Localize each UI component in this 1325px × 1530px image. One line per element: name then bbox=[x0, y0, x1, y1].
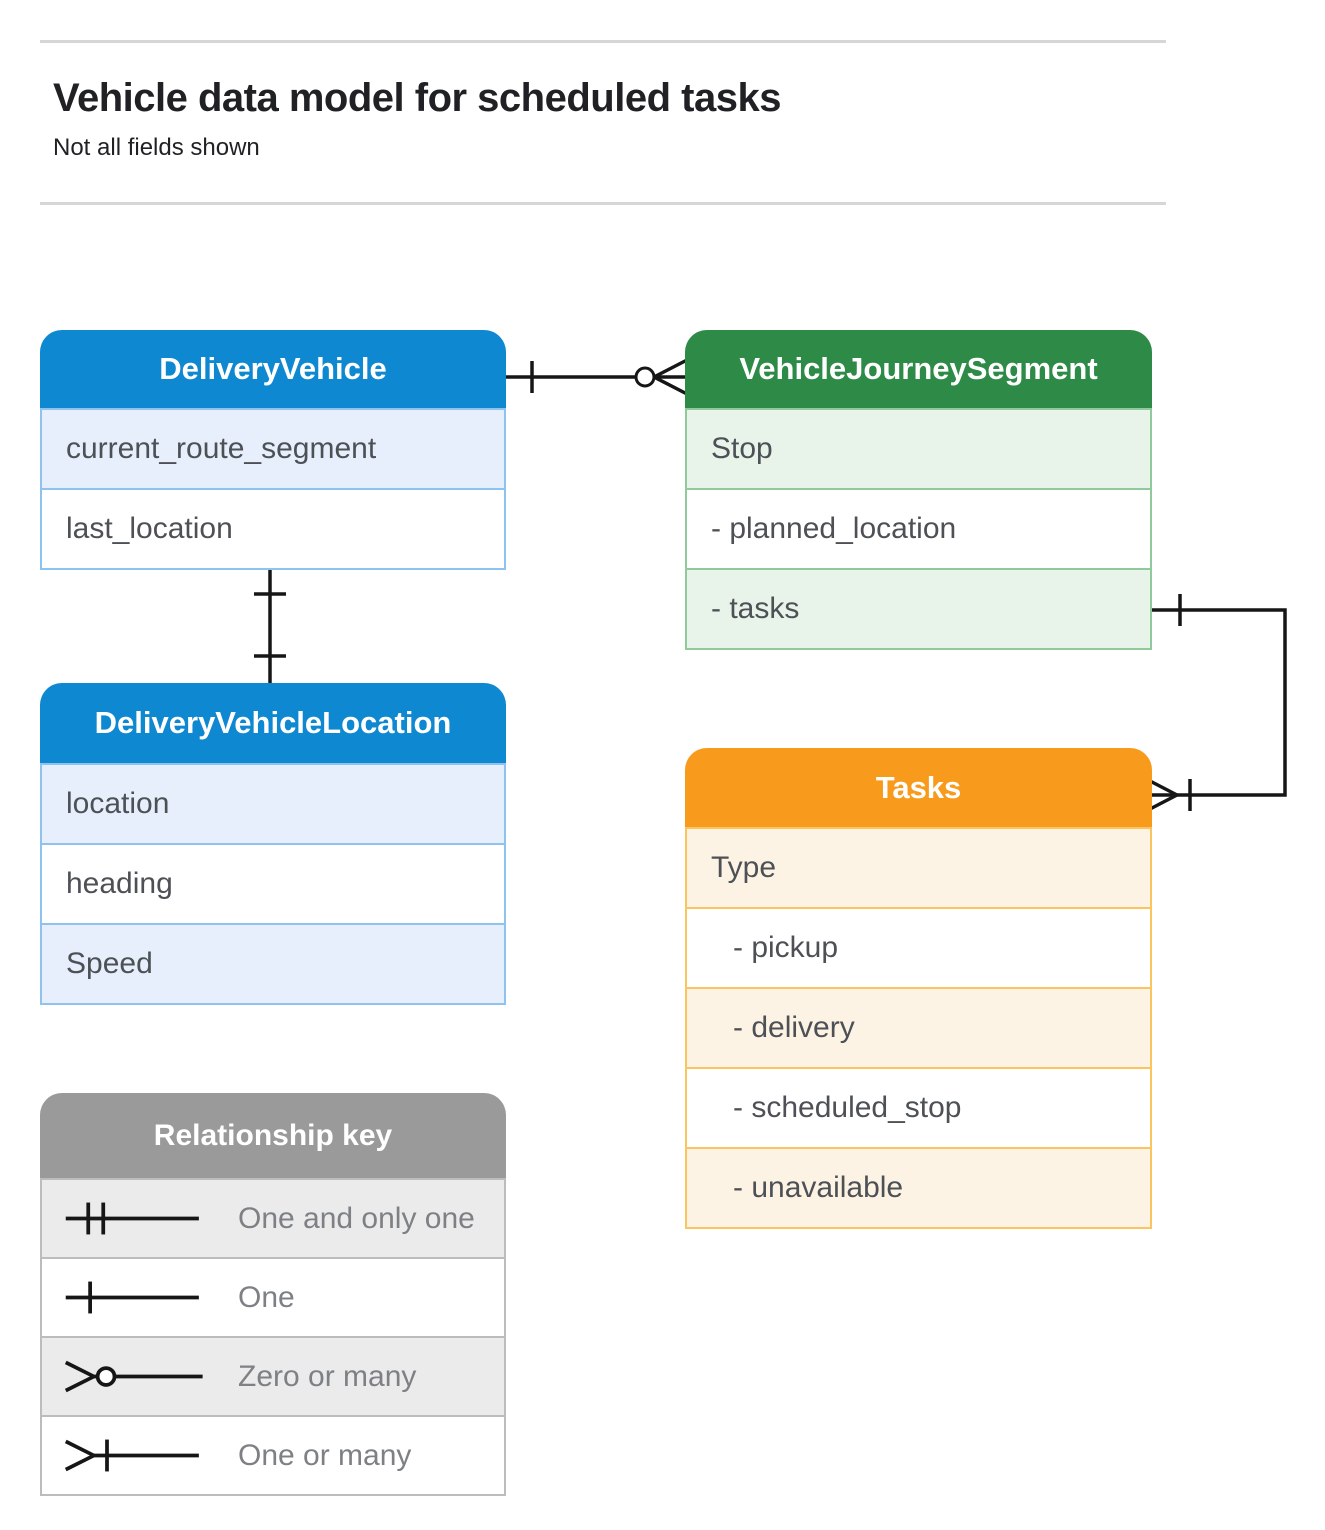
zero-circle-icon bbox=[634, 366, 656, 388]
field-row: - delivery bbox=[687, 987, 1150, 1067]
field-row: location bbox=[42, 765, 504, 843]
entity-tasks: Tasks Type - pickup - delivery - schedul… bbox=[685, 748, 1152, 1229]
field-row: - unavailable bbox=[687, 1147, 1150, 1227]
legend-items: One and only one One Zero or many One or… bbox=[40, 1178, 506, 1496]
entity-title: DeliveryVehicle bbox=[159, 351, 387, 386]
legend-row: One or many bbox=[42, 1415, 504, 1494]
field-row: last_location bbox=[42, 488, 504, 568]
legend-title: Relationship key bbox=[153, 1118, 393, 1152]
legend-label: One or many bbox=[238, 1438, 412, 1472]
field-label: last_location bbox=[66, 512, 233, 545]
entity-header: DeliveryVehicle bbox=[40, 330, 506, 408]
entity-header: DeliveryVehicleLocation bbox=[40, 683, 506, 763]
field-row: current_route_segment bbox=[42, 410, 504, 488]
entity-fields: current_route_segment last_location bbox=[40, 408, 506, 570]
field-label: - pickup bbox=[733, 931, 839, 964]
relationship-key: Relationship key One and only one One Ze… bbox=[40, 1093, 506, 1496]
legend-row: One and only one bbox=[42, 1180, 504, 1257]
field-label: Stop bbox=[711, 432, 773, 465]
entity-fields: Stop - planned_location - tasks bbox=[685, 408, 1152, 650]
connector-deliveryvehicle-vehiclejourneysegment bbox=[506, 358, 688, 396]
field-label: - planned_location bbox=[711, 512, 957, 545]
field-row: - pickup bbox=[687, 907, 1150, 987]
top-divider bbox=[40, 40, 1166, 43]
field-row: - planned_location bbox=[687, 488, 1150, 568]
zero-or-many-icon bbox=[64, 1360, 203, 1393]
field-label: location bbox=[66, 787, 170, 820]
legend-header: Relationship key bbox=[40, 1093, 506, 1178]
crows-foot-icon bbox=[653, 358, 688, 396]
field-label: Type bbox=[711, 851, 777, 884]
legend-row: Zero or many bbox=[42, 1336, 504, 1415]
field-row: Type bbox=[687, 829, 1150, 907]
one-and-only-one-icon bbox=[65, 1202, 199, 1235]
entity-fields: location heading Speed bbox=[40, 763, 506, 1005]
page-title: Vehicle data model for scheduled tasks bbox=[53, 76, 781, 120]
connector-line bbox=[1150, 608, 1287, 797]
entity-delivery-vehicle: DeliveryVehicle current_route_segment la… bbox=[40, 330, 506, 570]
field-label: - delivery bbox=[733, 1011, 855, 1044]
field-row: - scheduled_stop bbox=[687, 1067, 1150, 1147]
field-row: - tasks bbox=[687, 568, 1150, 648]
page-subtitle: Not all fields shown bbox=[53, 134, 260, 161]
entity-fields: Type - pickup - delivery - scheduled_sto… bbox=[685, 827, 1152, 1229]
field-label: - scheduled_stop bbox=[733, 1091, 962, 1124]
entity-title: DeliveryVehicleLocation bbox=[94, 705, 452, 740]
connector-deliveryvehicle-deliveryvehiclelocation bbox=[254, 566, 286, 685]
legend-label: Zero or many bbox=[238, 1359, 417, 1393]
field-row: Speed bbox=[42, 923, 504, 1003]
field-row: heading bbox=[42, 843, 504, 923]
header-divider bbox=[40, 202, 1166, 205]
entity-title: VehicleJourneySegment bbox=[739, 351, 1098, 386]
field-label: Speed bbox=[66, 947, 153, 980]
entity-title: Tasks bbox=[875, 769, 962, 805]
entity-header: Tasks bbox=[685, 748, 1152, 827]
connector-tasksfield-tasks bbox=[1149, 594, 1287, 811]
entity-delivery-vehicle-location: DeliveryVehicleLocation location heading… bbox=[40, 683, 506, 1005]
field-label: current_route_segment bbox=[66, 432, 377, 465]
crows-foot-icon bbox=[1149, 779, 1178, 811]
field-label: - unavailable bbox=[733, 1171, 904, 1204]
entity-header: VehicleJourneySegment bbox=[685, 330, 1152, 408]
legend-row: One bbox=[42, 1257, 504, 1336]
field-label: heading bbox=[66, 867, 173, 900]
field-row: Stop bbox=[687, 410, 1150, 488]
legend-label: One bbox=[238, 1280, 295, 1314]
one-icon bbox=[65, 1281, 199, 1314]
field-label: - tasks bbox=[711, 592, 800, 625]
legend-label: One and only one bbox=[238, 1201, 475, 1235]
one-or-many-icon bbox=[64, 1439, 199, 1472]
entity-vehicle-journey-segment: VehicleJourneySegment Stop - planned_loc… bbox=[685, 330, 1152, 650]
